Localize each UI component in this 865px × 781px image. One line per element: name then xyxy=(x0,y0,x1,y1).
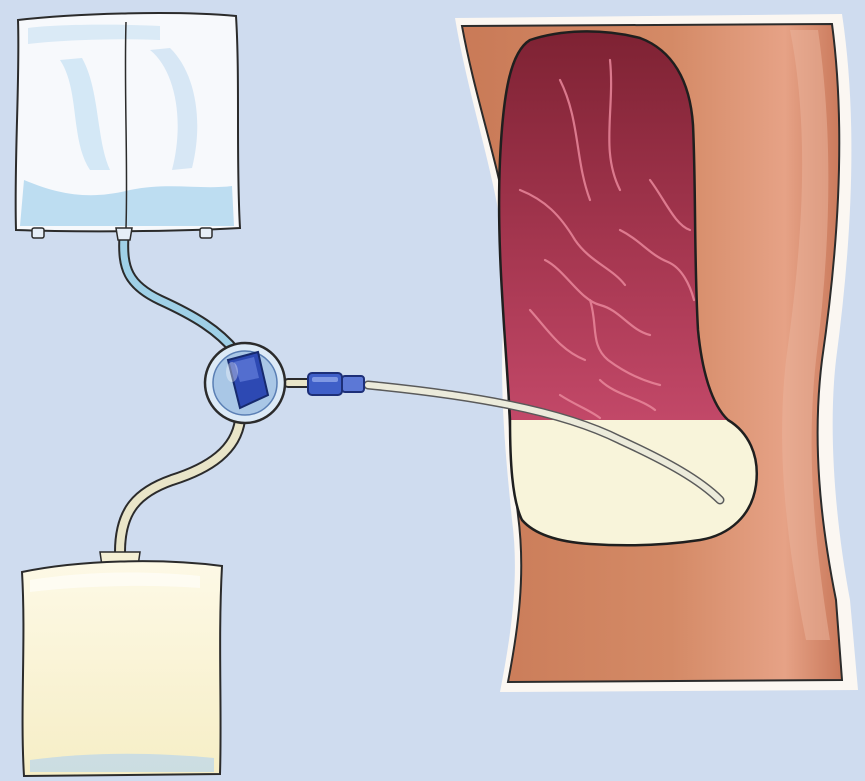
cavity-fluid xyxy=(510,420,757,545)
abdomen xyxy=(455,14,858,692)
catheter-connector xyxy=(308,373,364,395)
fresh-dialysate-bag xyxy=(16,13,240,240)
fresh-bag-foot-right xyxy=(200,228,212,238)
drain-bag xyxy=(22,552,222,776)
fresh-bag-port xyxy=(116,228,132,240)
y-connector-valve xyxy=(205,343,285,423)
drain-bag-body xyxy=(22,561,222,776)
fresh-bag-foot-left xyxy=(32,228,44,238)
